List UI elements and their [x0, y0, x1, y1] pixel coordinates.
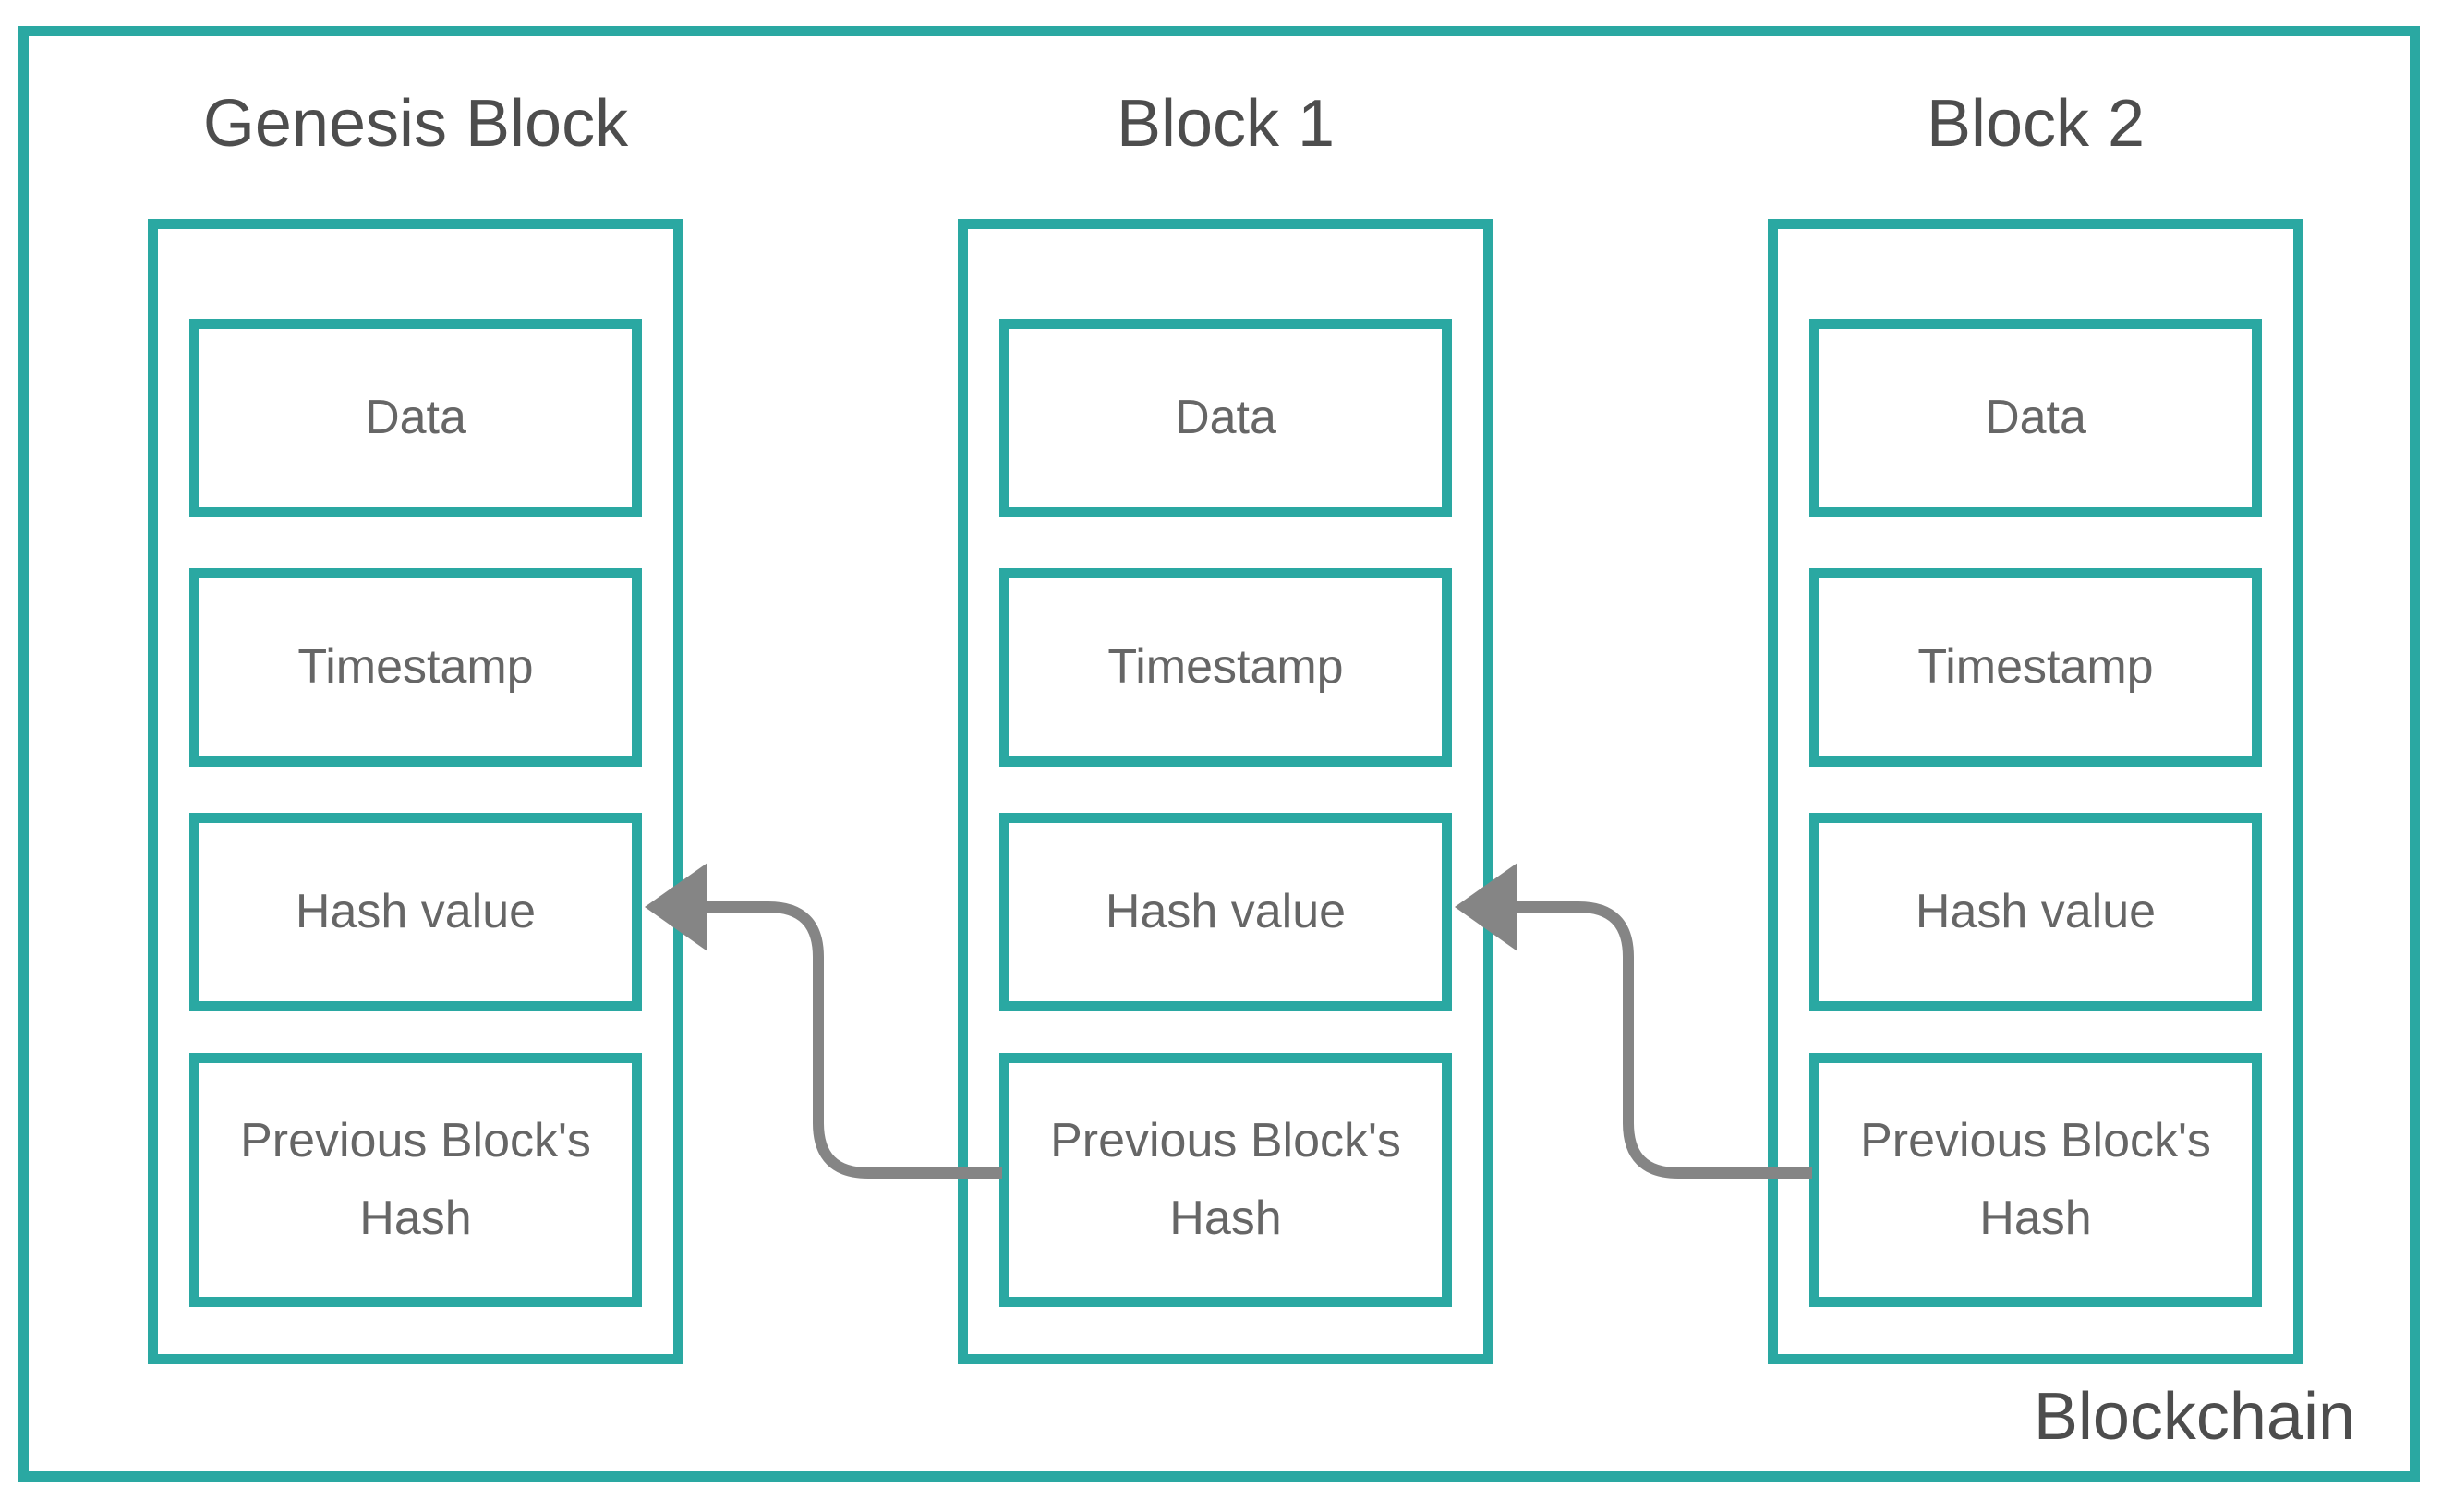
block1-field-hash-value: Hash value: [999, 813, 1452, 1011]
block-title-block1: Block 1: [1116, 87, 1336, 161]
genesis-field-hash-value: Hash value: [189, 813, 642, 1011]
block1-field-timestamp: Timestamp: [999, 568, 1452, 767]
block-title-block2: Block 2: [1926, 87, 2146, 161]
block1-field-previous-hash: Previous Block's Hash: [999, 1053, 1452, 1307]
block-title-genesis: Genesis Block: [202, 87, 629, 161]
block-1: Data Timestamp Hash value Previous Block…: [958, 219, 1493, 1364]
block2-field-previous-hash: Previous Block's Hash: [1809, 1053, 2262, 1307]
block-genesis: Data Timestamp Hash value Previous Block…: [148, 219, 683, 1364]
blockchain-container-frame: [18, 26, 2420, 1482]
block2-field-timestamp: Timestamp: [1809, 568, 2262, 767]
block1-field-data: Data: [999, 319, 1452, 517]
block-2: Data Timestamp Hash value Previous Block…: [1768, 219, 2303, 1364]
genesis-field-previous-hash: Previous Block's Hash: [189, 1053, 642, 1307]
genesis-field-timestamp: Timestamp: [189, 568, 642, 767]
blockchain-label: Blockchain: [2033, 1380, 2355, 1454]
block2-field-data: Data: [1809, 319, 2262, 517]
block2-field-hash-value: Hash value: [1809, 813, 2262, 1011]
genesis-field-data: Data: [189, 319, 642, 517]
